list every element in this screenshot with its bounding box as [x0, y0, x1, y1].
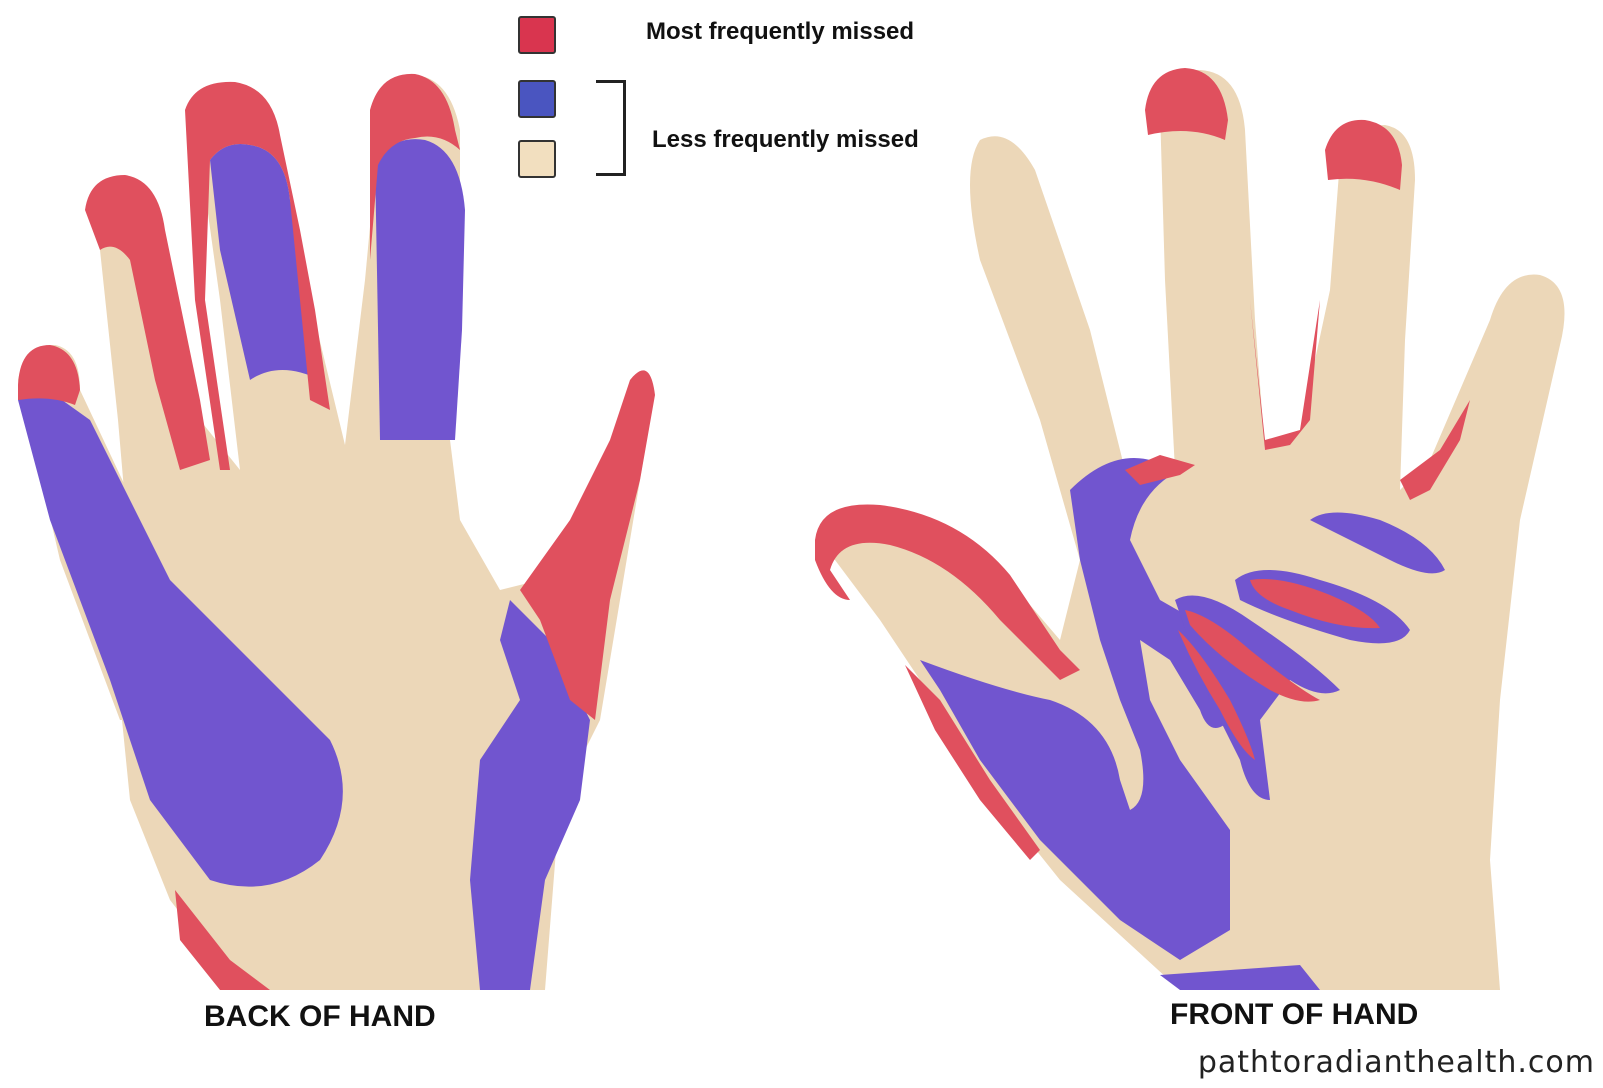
- back-of-hand-label: BACK OF HAND: [204, 1000, 436, 1034]
- source-credit: pathtoradianthealth.com: [1198, 1045, 1595, 1080]
- front-of-hand-label: FRONT OF HAND: [1170, 998, 1418, 1032]
